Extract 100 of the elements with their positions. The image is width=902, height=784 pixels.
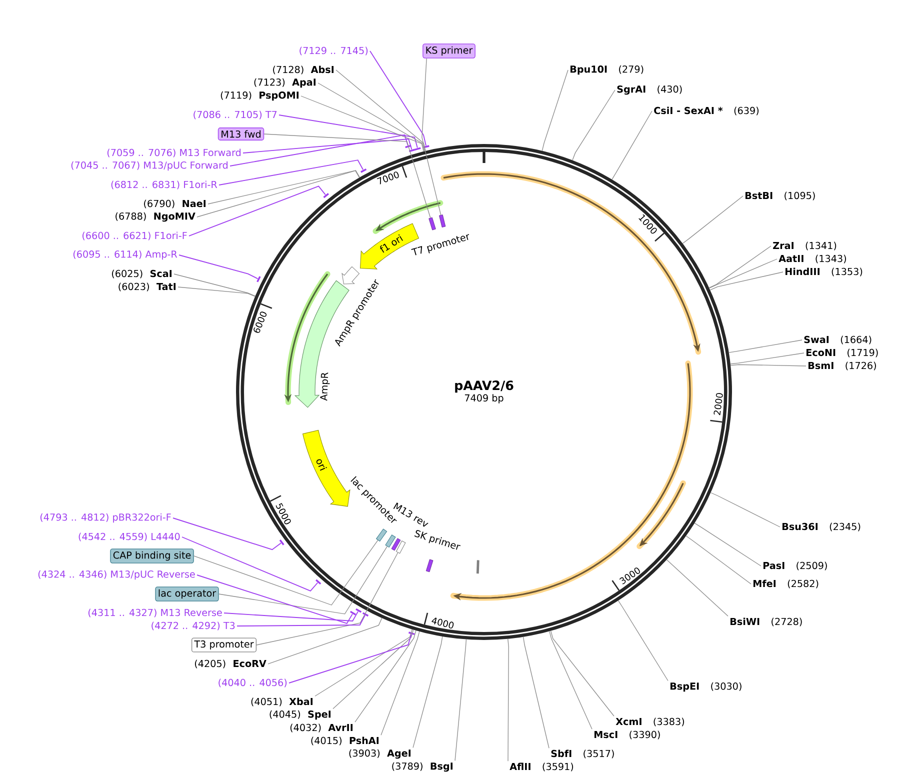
leader-line [572,90,616,161]
leader-line [318,82,425,152]
leader-line [508,638,509,762]
leader-line [208,170,360,204]
leader-line [230,134,408,166]
enzyme-label: (7119) PspOMI [220,91,299,101]
leader-line [218,160,364,186]
leader-line [278,114,418,148]
leader-line [422,58,442,216]
leader-line [694,522,762,566]
leader-line [264,134,431,218]
primer-label: (6600 .. 6621) F1ori-F [82,232,187,240]
primer-site-mark [360,168,367,173]
enzyme-label: BsmI (1726) [808,362,876,370]
enzyme-label: AflII (3591) [510,762,574,772]
leader-line [288,634,412,684]
leader-line [242,138,412,154]
leader-line [708,258,778,289]
enzyme-label: HindIII (1353) [785,268,862,276]
enzyme-label: SwaI (1664) [804,336,872,344]
primer-label: (4311 .. 4327) M13 Reverse [88,608,222,618]
enzyme-label: (3789) BsgI [392,762,452,772]
leader-line [314,629,412,696]
primer-mark [439,214,446,228]
leader-line [708,246,772,288]
enzyme-label: (6790) NaeI [144,200,206,208]
leader-line [412,636,443,748]
leader-line [336,70,426,152]
enzyme-label: BspEI (3030) [670,682,742,692]
leader-line [612,110,652,180]
primer-label: (7086 .. 7105) T7 [194,110,277,120]
enzyme-label: Bsu36I (2345) [782,522,860,532]
tick-label: 2000 [714,393,723,416]
leader-line [236,614,366,626]
leader-line [380,631,420,736]
primer-label: (6095 .. 6114) Amp-R [73,250,178,260]
enzyme-label: Bpu10I (279) [570,65,644,75]
leader-line [542,70,568,152]
leader-line [172,518,282,550]
primer-label: (4272 .. 4292) T3 [152,622,235,630]
leader-line [256,552,398,646]
leader-line [522,636,550,748]
enzyme-label: (7123) ApaI [254,78,316,88]
leader-line [686,536,752,584]
enzyme-label: BsiWI (2728) [730,618,802,626]
enzyme-label: (4015) PshAI [311,736,379,746]
leader-line [178,254,258,280]
feature-box: CAP binding site [110,548,194,564]
primer-site-mark [405,144,412,148]
primer-site-mark [423,145,430,148]
enzyme-label: MfeI (2582) [753,580,818,588]
primer-label: (7129 .. 7145) [300,46,368,56]
primer-label: (6812 .. 6831) F1ori-R [111,180,218,190]
leader-line [188,186,326,236]
enzyme-label: SbfI (3517) [551,750,614,758]
enzyme-label: (4045) SpeI [270,710,330,720]
primer-site-mark [414,147,421,150]
enzyme-label: CsiI - SexAI * (639) [654,106,759,116]
enzyme-label: BstBI (1095) [745,192,815,200]
leader-line [300,96,424,152]
enzyme-label: (3903) AgeI [349,749,410,759]
leader-line [710,272,784,290]
feature-box: T3 promoter [191,638,257,652]
leader-line [682,196,744,244]
enzyme-label: MscI (3390) [594,730,660,740]
enzyme-label: AatII (1343) [778,254,846,264]
leader-line [618,600,668,682]
primer-label: (4040 .. 4056) [218,678,287,688]
leader-line [332,629,414,710]
feature-label: SK primer [414,530,460,550]
enzyme-label: (7128) AbsI [273,66,334,74]
leader-line [178,286,256,297]
leader-line [370,50,426,146]
enzyme-label: (6788) NgoMIV [116,212,196,222]
tick-label: 6000 [254,312,267,333]
leader-line [224,611,358,622]
leader-line [174,274,256,296]
enzyme-label: (4205) EcoRV [194,660,266,668]
primer-site-mark [408,148,416,152]
primer-site-mark [356,608,362,613]
leader-line [196,574,353,624]
leader-line [182,536,318,592]
enzyme-label: ZraI (1341) [773,242,836,250]
leader-line [354,630,416,722]
primer-label: (4793 .. 4812) pBR322ori-F [40,513,171,523]
enzyme-label: SgrAI (430) [617,85,682,95]
leader-line [549,630,592,730]
primer-mark [428,217,436,230]
enzyme-label: (6023) TatI [118,282,176,292]
primer-site-mark [350,610,356,616]
leader-line [550,630,614,716]
primer-label: (7045 .. 7067) M13/pUC Forward [71,161,228,171]
promoter-mark [396,540,406,554]
primer-label: (7059 .. 7076) M13 Forward [107,148,241,158]
enzyme-label: (6025) ScaI [112,270,172,278]
primer-site-mark [279,540,284,546]
leader-line [454,639,467,762]
primer-site-mark [323,193,329,198]
enzyme-label: (4032) AvrII [290,724,353,732]
leader-line [728,340,802,353]
